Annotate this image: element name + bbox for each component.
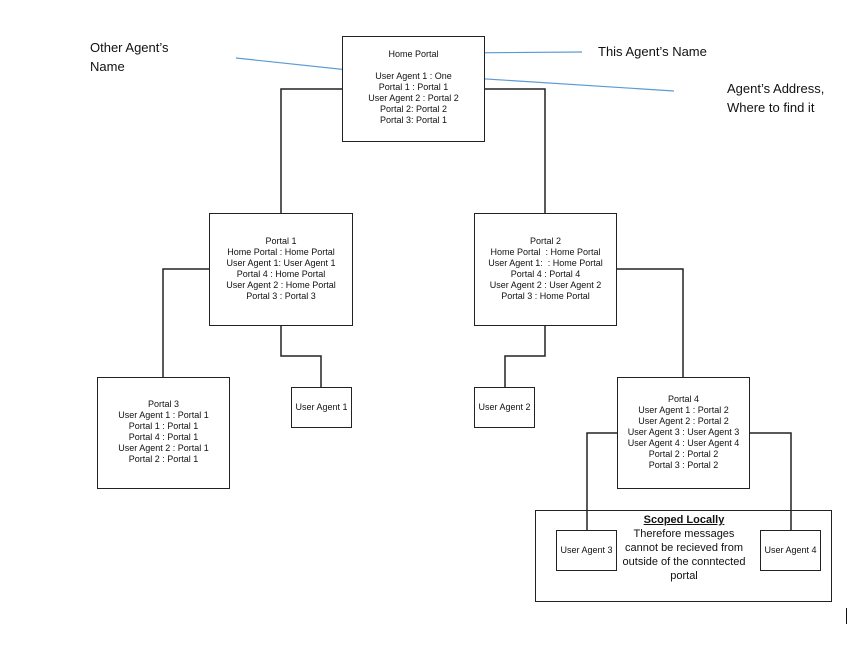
- node-title: User Agent 3: [560, 545, 613, 555]
- node-entry: Portal 2 : Portal 2: [648, 449, 719, 459]
- arrow-address: [453, 72, 675, 92]
- edge-home-portal1: [280, 88, 342, 213]
- node-entry: User Agent 2 : Portal 2: [368, 93, 459, 103]
- node-entry: User Agent 2 : Portal 1: [118, 443, 209, 453]
- scope-line: outside of the conntected: [622, 556, 746, 568]
- scope-line: Therefore messages: [633, 528, 735, 540]
- edge-home-portal2: [484, 88, 546, 213]
- other-agent-line1: Other Agent’s: [90, 40, 169, 55]
- node-entry: Portal 1 : Portal 1: [128, 421, 199, 431]
- node-user-agent-2: User Agent 2: [474, 387, 535, 428]
- node-entry: Portal 4 : Home Portal: [236, 269, 326, 279]
- scope-line: cannot be recieved from: [624, 542, 743, 554]
- node-portal-2: Portal 2 Home Portal : Home Portal User …: [474, 213, 617, 326]
- node-user-agent-4: User Agent 4: [760, 530, 821, 571]
- node-entry: User Agent 3 : User Agent 3: [627, 427, 740, 437]
- node-user-agent-3: User Agent 3: [556, 530, 617, 571]
- node-entry: Portal 4 : Portal 1: [128, 432, 199, 442]
- edge-portal4-useragent4: [749, 432, 792, 530]
- node-entry: User Agent 1 : Portal 1: [118, 410, 209, 420]
- node-portal-1: Portal 1 Home Portal : Home Portal User …: [209, 213, 353, 326]
- other-agent-line2: Name: [90, 59, 125, 74]
- edge-portal1-portal3: [162, 268, 209, 377]
- node-title: User Agent 2: [478, 402, 531, 412]
- scope-boundary: [535, 510, 832, 602]
- node-portal-3: Portal 3 User Agent 1 : Portal 1 Portal …: [97, 377, 230, 489]
- node-entry: User Agent 2 : Home Portal: [226, 280, 336, 290]
- node-entry: Portal 3: Portal 1: [379, 115, 448, 125]
- this-agent-annotation: This Agent’s Name: [598, 42, 707, 61]
- scope-note: Scoped Locally Therefore messages cannot…: [615, 513, 753, 583]
- node-entry: User Agent 1 : One: [375, 71, 452, 81]
- node-entry: User Agent 2 : User Agent 2: [489, 280, 602, 290]
- node-title: Portal 2: [529, 236, 562, 246]
- node-title: User Agent 4: [764, 545, 817, 555]
- scope-line: portal: [670, 570, 698, 582]
- node-title: Portal 4: [667, 394, 700, 404]
- node-entry: Portal 1 : Portal 1: [378, 82, 449, 92]
- node-title: Portal 3: [147, 399, 180, 409]
- scope-title: Scoped Locally: [643, 514, 725, 526]
- edge-portal4-useragent3: [586, 432, 617, 530]
- other-agent-annotation: Other Agent’s Name: [90, 38, 169, 76]
- node-entry: Home Portal : Home Portal: [490, 247, 601, 257]
- text-cursor: [846, 608, 847, 624]
- node-title: Home Portal: [388, 49, 439, 59]
- node-user-agent-1: User Agent 1: [291, 387, 352, 428]
- node-home-portal: Home Portal User Agent 1 : One Portal 1 …: [342, 36, 485, 142]
- edge-portal2-portal4: [617, 268, 684, 377]
- node-entry: User Agent 1 : Portal 2: [638, 405, 729, 415]
- node-entry: Portal 2: Portal 2: [379, 104, 448, 114]
- node-entry: Portal 4 : Portal 4: [510, 269, 581, 279]
- node-entry: Home Portal : Home Portal: [227, 247, 335, 257]
- this-agent-label: This Agent’s Name: [598, 44, 707, 59]
- node-portal-4: Portal 4 User Agent 1 : Portal 2 User Ag…: [617, 377, 750, 489]
- node-entry: Portal 3 : Home Portal: [501, 291, 590, 301]
- edge-portal2-useragent2: [504, 326, 546, 387]
- edge-portal1-useragent1: [280, 326, 322, 387]
- node-entry: Portal 3 : Portal 3: [246, 291, 316, 301]
- node-entry: User Agent 4 : User Agent 4: [627, 438, 740, 448]
- node-entry: User Agent 2 : Portal 2: [638, 416, 729, 426]
- address-annotation: Agent’s Address, Where to find it: [727, 79, 824, 117]
- node-entry: User Agent 1: : Home Portal: [488, 258, 603, 268]
- node-entry: Portal 2 : Portal 1: [128, 454, 199, 464]
- node-entry: User Agent 1: User Agent 1: [226, 258, 336, 268]
- node-title: User Agent 1: [295, 402, 348, 412]
- node-entry: Portal 3 : Portal 2: [648, 460, 719, 470]
- node-title: Portal 1: [265, 236, 297, 246]
- address-line2: Where to find it: [727, 100, 815, 115]
- address-line1: Agent’s Address,: [727, 81, 825, 96]
